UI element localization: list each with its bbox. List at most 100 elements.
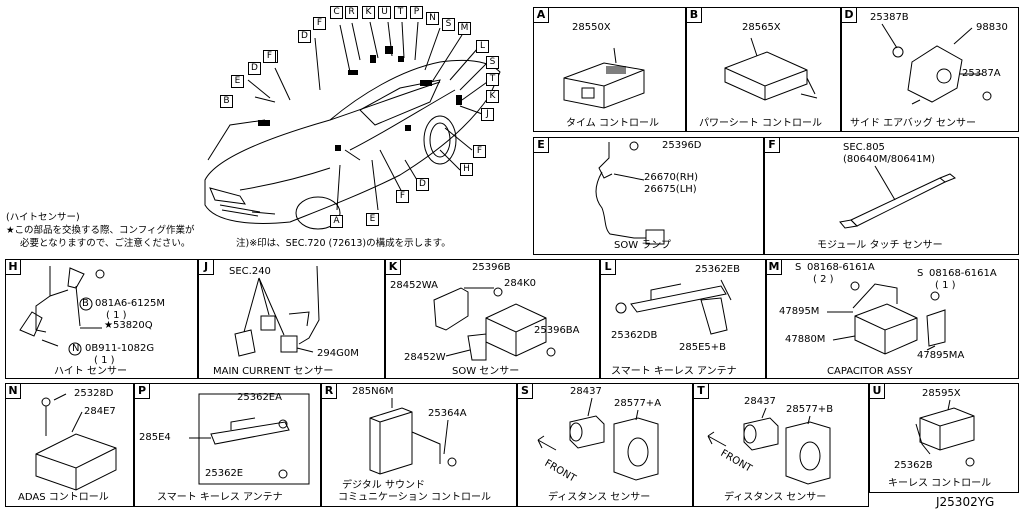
callout-S-right: S bbox=[486, 56, 499, 69]
callout-F-bottom: F bbox=[396, 190, 409, 203]
capacitor-assy-drawing bbox=[827, 281, 946, 355]
caption-line-1: デジタル サウンド bbox=[342, 480, 425, 491]
part-number-2: 294G0M bbox=[317, 348, 359, 359]
part-number-2: 25362B bbox=[894, 460, 933, 471]
part-number-2: 285E4 bbox=[139, 432, 171, 443]
panel-label: B bbox=[687, 8, 702, 23]
panel-label: D bbox=[842, 8, 857, 23]
part-number-1: 28595X bbox=[922, 388, 961, 399]
part-number-5: 47895MA bbox=[917, 350, 965, 361]
part-number-2: 28577+B bbox=[786, 404, 834, 415]
part-number-1: SEC.805 bbox=[843, 142, 885, 153]
caption: スマート キーレス アンテナ bbox=[611, 366, 737, 377]
part-number-1: 08168-6161A bbox=[807, 262, 875, 273]
part-number-2: ★53820Q bbox=[104, 320, 153, 331]
part-number-5: 28452W bbox=[404, 352, 446, 363]
caption: スマート キーレス アンテナ bbox=[157, 492, 283, 503]
panel-label: H bbox=[6, 260, 21, 275]
panel-U: U 28595X 25362B キーレス コントロール bbox=[869, 383, 1019, 493]
caption: タイム コントロール bbox=[566, 118, 659, 129]
part-number-2: 08168-6161A bbox=[929, 268, 997, 279]
panel-M: M S 08168-6161A ( 2 ) S 08168-6161A ( 1 … bbox=[766, 259, 1019, 379]
part-number-1-qty: ( 1 ) bbox=[106, 310, 127, 321]
part-number-4: 25396BA bbox=[534, 325, 580, 336]
part-number-3: 26675(LH) bbox=[644, 184, 697, 195]
caption: サイド エアバッグ センサー bbox=[850, 118, 976, 129]
panel-label: M bbox=[767, 260, 782, 275]
note-line-1: ★この部品を交換する際、コンフィグ作業が bbox=[6, 225, 195, 236]
part-number: 28565X bbox=[742, 22, 781, 33]
circled-B: B bbox=[82, 298, 89, 309]
callout-D-top: D bbox=[298, 30, 311, 43]
caption: CAPACITOR ASSY bbox=[827, 366, 913, 377]
panel-label: U bbox=[870, 384, 885, 399]
panel-R: R 285N6M 25364A デジタル サウンド コミュニケーション コントロ… bbox=[321, 383, 517, 507]
callout-D-left: D bbox=[248, 62, 261, 75]
height-sensor-drawing bbox=[19, 266, 105, 356]
callout-R: R bbox=[345, 6, 358, 19]
panel-K: K 25396B 28452WA 284K0 25396BA 28452W SO… bbox=[385, 259, 600, 379]
caption: MAIN CURRENT センサー bbox=[213, 366, 334, 377]
smart-keyless-antenna-L-drawing bbox=[615, 279, 732, 335]
part-number-2: 25364A bbox=[428, 408, 467, 419]
timer-control-drawing bbox=[563, 47, 645, 109]
callout-S-top: S bbox=[442, 18, 455, 31]
callout-E-bottom: E bbox=[366, 213, 379, 226]
digital-sound-control-drawing bbox=[369, 398, 457, 475]
panel-label: A bbox=[534, 8, 549, 23]
caption: ディスタンス センサー bbox=[548, 492, 651, 503]
callout-A: A bbox=[330, 215, 343, 228]
panel-T: T 28437 28577+B FRONT ディスタンス センサー bbox=[693, 383, 869, 507]
callout-K: K bbox=[362, 6, 375, 19]
callout-B: B bbox=[220, 95, 233, 108]
note-title: (ハイトセンサー) bbox=[6, 212, 80, 223]
panel-label: P bbox=[135, 384, 150, 399]
circled-S-1: S bbox=[795, 262, 802, 273]
power-seat-control-drawing bbox=[724, 37, 818, 101]
callout-D-bottom: D bbox=[416, 178, 429, 191]
part-number-1: 28437 bbox=[744, 396, 776, 407]
sow-sensor-drawing bbox=[433, 287, 556, 361]
caption: モジュール タッチ センサー bbox=[817, 240, 943, 251]
part-number-1: 285N6M bbox=[352, 386, 394, 397]
panel-F: F SEC.805 (80640M/80641M) モジュール タッチ センサー bbox=[764, 137, 1019, 255]
note-line-3: 注)※印は、SEC.720 (72613)の構成を示します。 bbox=[236, 238, 451, 249]
part-number-2-qty: ( 1 ) bbox=[935, 280, 956, 291]
callout-P: P bbox=[410, 6, 423, 19]
callout-C: C bbox=[330, 6, 343, 19]
part-number-2: 25362DB bbox=[611, 330, 658, 341]
panel-D: D 25387B 98830 25387A サイド エアバッグ センサー bbox=[841, 7, 1019, 132]
adas-control-drawing bbox=[35, 393, 117, 491]
part-number-1: 25396B bbox=[472, 262, 511, 273]
panel-E: E 25396D 26670(RH) 26675(LH) SOW ランプ bbox=[533, 137, 764, 255]
caption-line-2: コミュニケーション コントロール bbox=[338, 492, 491, 503]
part-number-2: (80640M/80641M) bbox=[843, 154, 936, 165]
callout-L: L bbox=[476, 40, 489, 53]
part-number-1-qty: ( 2 ) bbox=[813, 274, 834, 285]
part-number-1: 25328D bbox=[74, 388, 114, 399]
callout-J: J bbox=[481, 108, 494, 121]
callout-U: U bbox=[378, 6, 391, 19]
distance-sensor-S-drawing bbox=[537, 397, 659, 481]
caption: ハイト センサー bbox=[54, 366, 127, 377]
panel-H: H B 081A6-6125M ( 1 ) ★53820Q N 0B911-10… bbox=[5, 259, 198, 379]
panel-S: S 28437 28577+A FRONT ディスタンス センサー bbox=[517, 383, 693, 507]
panel-label: T bbox=[694, 384, 709, 399]
part-number-1: 25362EA bbox=[237, 392, 282, 403]
part-number-2: 28577+A bbox=[614, 398, 662, 409]
panel-A: A 28550X タイム コントロール bbox=[533, 7, 686, 132]
panel-L: L 25362EB 25362DB 285E5+B スマート キーレス アンテナ bbox=[600, 259, 766, 379]
caption: SOW センサー bbox=[452, 366, 520, 377]
part-number-3: 0B911-1082G bbox=[85, 343, 155, 354]
panel-label: R bbox=[322, 384, 337, 399]
part-number-3-qty: ( 1 ) bbox=[94, 355, 115, 366]
panel-label: F bbox=[765, 138, 780, 153]
part-number-1: 28437 bbox=[570, 386, 602, 397]
module-touch-sensor-drawing bbox=[839, 165, 956, 229]
part-number-3: 25362E bbox=[205, 468, 244, 479]
note-line-2: 必要となりますので、ご注意ください。 bbox=[20, 238, 191, 249]
panel-label: S bbox=[518, 384, 533, 399]
panel-P: P 25362EA 285E4 25362E スマート キーレス アンテナ bbox=[134, 383, 321, 507]
callout-K-right: K bbox=[486, 90, 499, 103]
part-number-2: 28452WA bbox=[390, 280, 438, 291]
